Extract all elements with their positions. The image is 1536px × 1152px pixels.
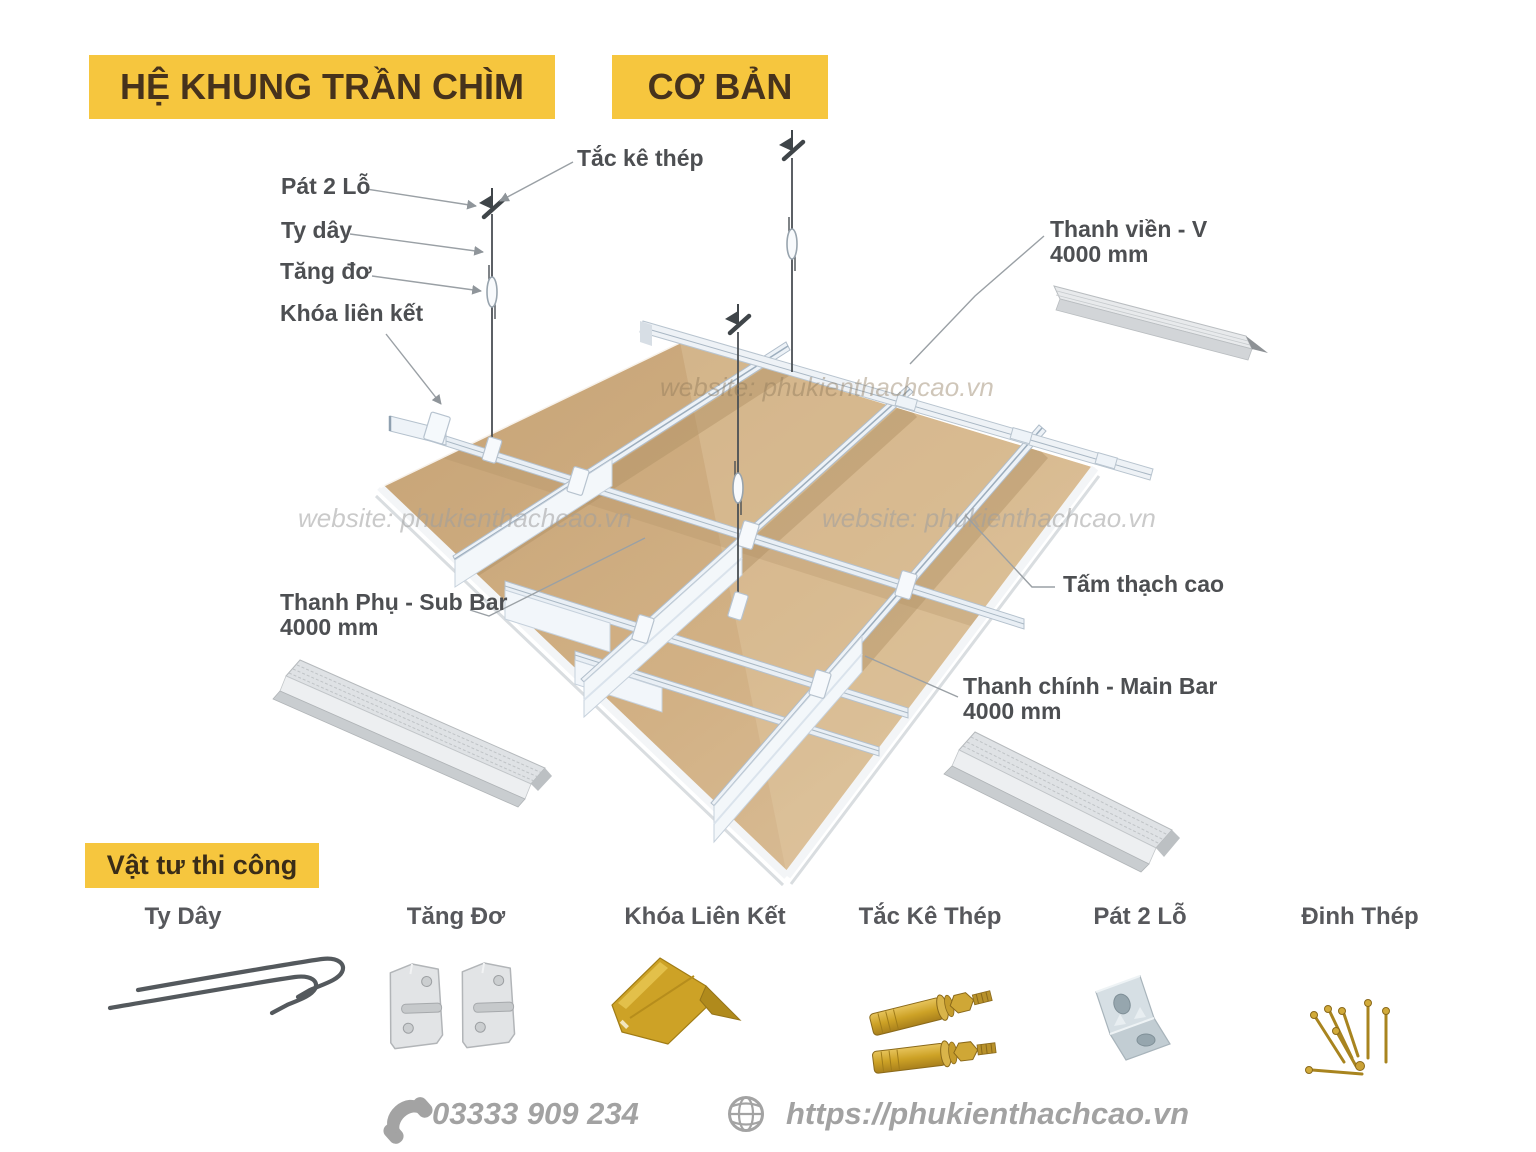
product-image-thanh-chinh: [943, 731, 1180, 873]
callout-lines: [349, 161, 1055, 698]
material-label-tang-do: Tăng Đơ: [406, 903, 506, 930]
label-thanh-phu-name: Thanh Phụ - Sub Bar: [280, 589, 508, 615]
page-title: HỆ KHUNG TRẦN CHÌM: [120, 66, 524, 107]
product-image-thanh-phu: [272, 659, 552, 808]
junction-clips: [423, 411, 918, 699]
label-thanh-vien: Thanh viền - V 4000 mm: [1050, 216, 1208, 268]
watermark: website: phukienthachcao.vn: [660, 372, 994, 402]
product-image-khoa-lien-ket: [611, 957, 742, 1045]
label-thanh-vien-size: 4000 mm: [1050, 241, 1149, 268]
steel-anchor-icon: [725, 304, 749, 333]
material-label-pat-2-lo: Pát 2 Lỗ: [1093, 903, 1187, 930]
material-label-tac-ke-thep: Tắc Kê Thép: [858, 903, 1002, 930]
product-image-thanh-vien: [1053, 285, 1268, 361]
label-tang-do: Tăng đơ: [280, 258, 372, 284]
title-banner-main: HỆ KHUNG TRẦN CHÌM: [89, 55, 555, 119]
locking-key-clip: [423, 411, 451, 445]
label-thanh-chinh-size: 4000 mm: [963, 698, 1062, 725]
callout-line-pat-2-lo: [365, 188, 477, 210]
label-thanh-chinh-name: Thanh chính - Main Bar: [963, 673, 1218, 699]
product-image-ty-day: [107, 956, 346, 1016]
label-thanh-chinh: Thanh chính - Main Bar 4000 mm: [963, 673, 1218, 725]
phone-icon: [383, 1097, 433, 1144]
callout-line-thanh-phu: [469, 537, 646, 617]
label-thanh-phu-size: 4000 mm: [280, 614, 379, 641]
materials-banner: Vật tư thi công: [85, 843, 319, 888]
callout-line-thanh-vien: [909, 235, 1045, 365]
watermark: website: phukienthachcao.vn: [822, 503, 1156, 533]
steel-anchor-icon: [779, 130, 803, 159]
website-url: https://phukienthachcao.vn: [786, 1096, 1190, 1131]
product-image-tang-do: [389, 962, 516, 1050]
wall-angle-bar: [639, 320, 1154, 481]
steel-anchor-icon: [479, 188, 503, 217]
label-tam-thach-cao: Tấm thạch cao: [1063, 571, 1225, 597]
product-image-dinh-thep: [1305, 999, 1390, 1076]
callout-line-tang-do: [371, 275, 482, 295]
product-image-tac-ke-thep: [869, 990, 997, 1074]
material-label-dinh-thep: Đinh Thép: [1301, 903, 1419, 930]
label-pat-2-lo: Pát 2 Lỗ: [281, 173, 371, 199]
label-khoa-lien-ket: Khóa liên kết: [280, 300, 424, 326]
sub-bar-web: [504, 589, 611, 653]
page-subtitle: CƠ BẢN: [647, 66, 793, 107]
callout-line-tam-thach-cao: [964, 514, 1055, 588]
label-thanh-phu: Thanh Phụ - Sub Bar 4000 mm: [280, 589, 508, 641]
product-image-pat-2-lo: [1095, 975, 1171, 1061]
label-thanh-vien-name: Thanh viền - V: [1050, 216, 1208, 242]
material-label-khoa-lien-ket: Khóa Liên Kết: [624, 903, 786, 930]
materials-title: Vật tư thi công: [106, 850, 298, 880]
label-ty-day: Ty dây: [281, 217, 353, 243]
callout-line-khoa-lien-ket: [385, 333, 442, 405]
hangers: [479, 130, 803, 621]
callout-line-ty-day: [349, 233, 484, 256]
material-label-ty-day: Ty Dây: [144, 903, 222, 930]
phone-number: 03333 909 234: [432, 1096, 639, 1131]
panel-edge-right: [783, 465, 1099, 879]
label-tac-ke-thep: Tắc kê thép: [577, 145, 704, 171]
globe-icon: [728, 1096, 764, 1132]
callout-line-thanh-chinh: [864, 655, 959, 698]
callout-line-tac-ke-thep: [499, 161, 574, 202]
watermark: website: phukienthachcao.vn: [298, 503, 632, 533]
title-banner-sub: CƠ BẢN: [612, 55, 828, 119]
